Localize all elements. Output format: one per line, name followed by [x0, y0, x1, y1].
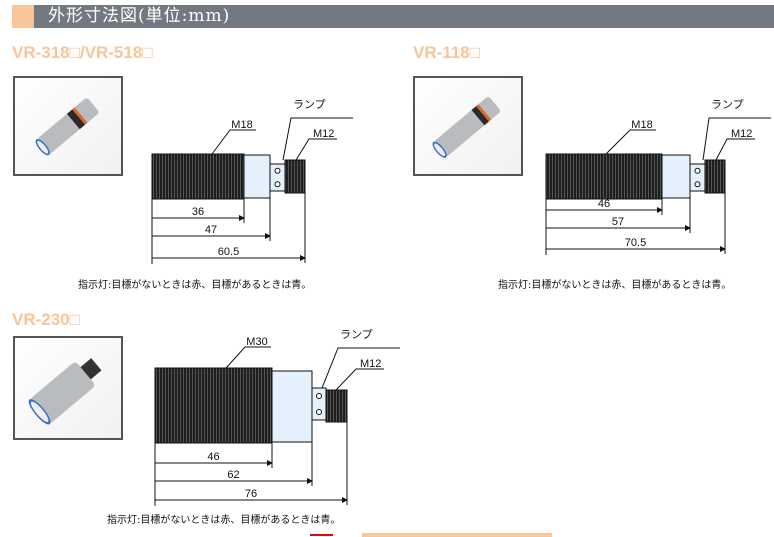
dimension-label: 60.5: [218, 246, 239, 258]
footer-red-mark: [310, 534, 333, 536]
thread-label: M18: [231, 119, 252, 131]
smooth-body: [243, 154, 271, 199]
lamp-leader: [282, 117, 353, 161]
caption-vr118: 指示灯:目標がないときは赤、目標があるときは青。: [498, 280, 732, 291]
footer-orange-bar: [362, 533, 552, 537]
lamp-hole: [316, 393, 322, 399]
dimension-label: 46: [207, 451, 219, 463]
dimension-label: 47: [205, 224, 217, 236]
dimension-label: 36: [192, 206, 204, 218]
connector-label: M12: [731, 128, 752, 140]
threaded-body: [154, 367, 273, 444]
sensor-photo-vr318: [13, 76, 123, 176]
connector-thread: [704, 159, 726, 194]
dimension-label: 62: [227, 469, 239, 481]
connector-label: M12: [360, 358, 381, 370]
thread-label: M18: [631, 119, 652, 131]
connector-leader: [335, 368, 384, 391]
section-title-vr318: VR-318□/VR-518□: [12, 43, 153, 62]
lamp-hole: [694, 167, 701, 174]
sensor-photo-vr230: [13, 336, 123, 440]
caption-vr230: 指示灯:目標がないときは赤、目標があるときは青。: [107, 515, 341, 526]
thread-label: M30: [246, 336, 267, 348]
thread-leader: [225, 346, 271, 369]
lamp-leader: [321, 347, 400, 389]
header-bar: [34, 5, 774, 28]
section-title-vr118: VR-118□: [413, 43, 480, 62]
header-accent: [12, 5, 34, 28]
lamp-hole: [316, 409, 322, 415]
dimension-label: 57: [612, 216, 624, 228]
sensor-photo-vr118: [413, 76, 523, 176]
connector-thread: [325, 389, 348, 423]
lamp-hole: [274, 181, 281, 188]
lamp-label: ランプ: [293, 98, 326, 111]
connector-leader: [295, 138, 337, 161]
section-title-vr230: VR-230□: [12, 310, 80, 329]
connector-label: M12: [313, 128, 334, 140]
dimension-label: 46: [598, 198, 610, 210]
dimension-label: 76: [245, 488, 257, 500]
dimension-label: 70.5: [625, 237, 646, 249]
lamp-neck: [311, 387, 327, 421]
lamp-leader: [702, 117, 771, 161]
thread-leader: [211, 129, 256, 155]
lamp-hole: [694, 181, 701, 188]
lamp-label: ランプ: [340, 328, 373, 341]
page-title: 外形寸法図(単位:mm): [48, 6, 231, 26]
caption-vr318: 指示灯:目標がないときは赤、目標があるときは青。: [78, 280, 312, 291]
lamp-hole: [274, 167, 281, 174]
threaded-body: [151, 153, 245, 200]
connector-leader: [715, 138, 755, 161]
lamp-label: ランプ: [711, 98, 744, 111]
drawing-vr230: 46 62 76 M30 ランプ M12: [154, 328, 400, 506]
smooth-body: [661, 154, 691, 199]
thread-leader: [605, 129, 656, 155]
connector-thread: [284, 159, 306, 194]
threaded-body: [545, 153, 663, 200]
smooth-body: [271, 370, 313, 443]
